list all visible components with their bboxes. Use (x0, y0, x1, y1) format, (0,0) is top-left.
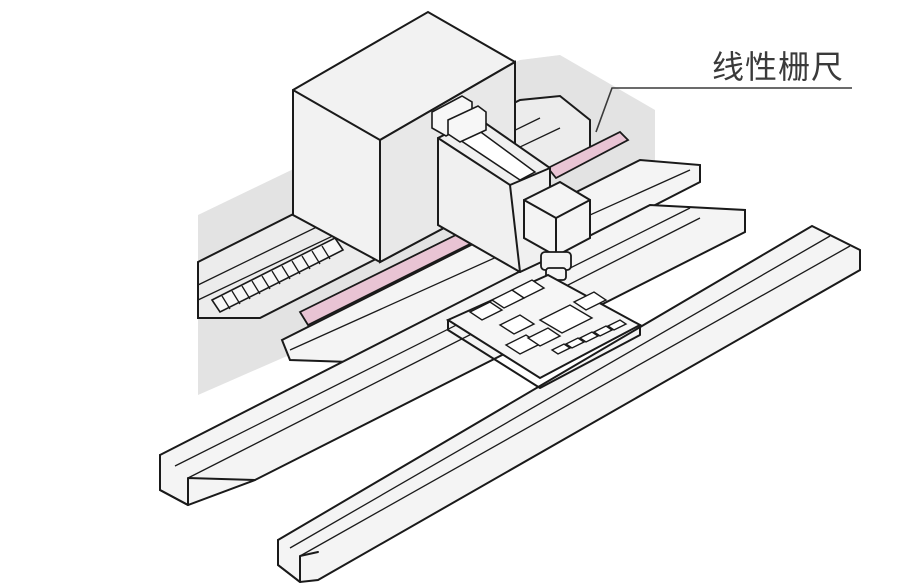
circuit-board (445, 273, 643, 389)
ball-screw (210, 236, 345, 314)
front-rail-right (277, 224, 861, 584)
front-rail-left (159, 203, 746, 507)
callout-label: 线性栅尺 (712, 48, 844, 86)
middle-rail (280, 158, 701, 364)
callout-leader (595, 87, 852, 133)
head-slide (431, 95, 551, 274)
linear-scale-back (546, 130, 630, 180)
placement-head (523, 180, 591, 292)
